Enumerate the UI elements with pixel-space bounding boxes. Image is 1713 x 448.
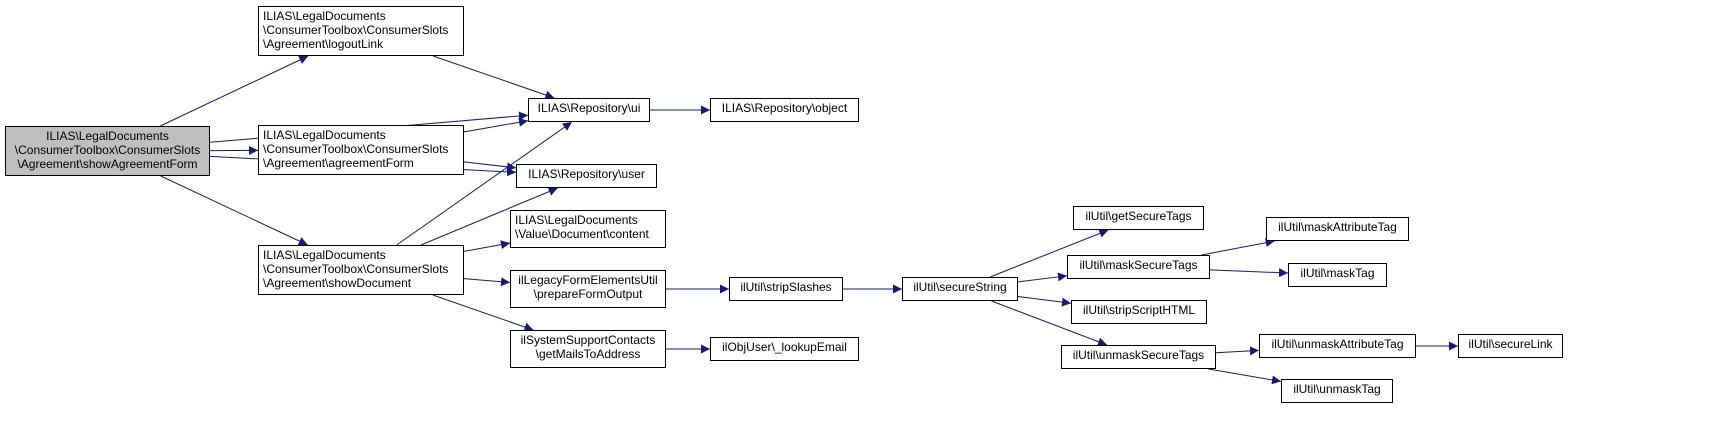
node-strip-script-html[interactable]: ilUtil\stripScriptHTML — [1071, 300, 1207, 324]
edge-logoutLink-to-repoUi — [432, 55, 555, 100]
node-get-secure-tags[interactable]: ilUtil\getSecureTags — [1073, 206, 1204, 230]
node-show-document[interactable]: ILIAS\LegalDocuments \ConsumerToolbox\Co… — [258, 245, 464, 295]
edge-maskSecureTags-to-maskAttributeTag — [1201, 238, 1275, 256]
node-mask-tag[interactable]: ilUtil\maskTag — [1288, 263, 1387, 287]
node-repository-ui[interactable]: ILIAS\Repository\ui — [528, 98, 650, 122]
edge-secureString-to-unmaskSecureTags — [991, 300, 1108, 347]
node-mask-attribute-tag[interactable]: ilUtil\maskAttributeTag — [1266, 217, 1409, 241]
node-get-mails-to-address[interactable]: ilSystemSupportContacts \getMailsToAddre… — [510, 330, 666, 368]
edge-showDocument-to-repoUi — [396, 121, 573, 246]
node-unmask-tag[interactable]: ilUtil\unmaskTag — [1281, 379, 1393, 403]
edge-showDocument-to-docContent — [463, 240, 511, 252]
edge-showDocument-to-repoUser — [420, 187, 558, 246]
node-repository-object[interactable]: ILIAS\Repository\object — [710, 98, 859, 122]
node-unmask-attribute-tag[interactable]: ilUtil\unmaskAttributeTag — [1259, 334, 1416, 358]
edge-secureString-to-getSecureTags — [989, 229, 1109, 278]
edge-unmaskSecureTags-to-unmaskTag — [1208, 368, 1282, 385]
edge-agreementForm-to-repoUi — [463, 117, 529, 133]
edge-showDocument-to-prepareFormOutput — [463, 277, 511, 287]
node-lookup-email[interactable]: ilObjUser\_lookupEmail — [710, 337, 859, 361]
edge-secureString-to-maskSecureTags — [1017, 272, 1068, 283]
node-mask-secure-tags[interactable]: ilUtil\maskSecureTags — [1067, 255, 1210, 279]
edge-showAgreementForm-to-logoutLink — [160, 55, 309, 127]
edge-showDocument-to-getMailsToAddress — [432, 294, 534, 332]
node-logout-link[interactable]: ILIAS\LegalDocuments \ConsumerToolbox\Co… — [258, 6, 464, 56]
node-unmask-secure-tags[interactable]: ilUtil\unmaskSecureTags — [1061, 345, 1216, 369]
node-secure-link[interactable]: ilUtil\secureLink — [1458, 334, 1563, 358]
edge-unmaskSecureTags-to-unmaskAttributeTag — [1215, 346, 1260, 356]
node-show-agreement-form[interactable]: ILIAS\LegalDocuments \ConsumerToolbox\Co… — [5, 126, 210, 176]
edge-secureString-to-stripScriptHTML — [1017, 295, 1072, 307]
node-document-content[interactable]: ILIAS\LegalDocuments \Value\Document\con… — [510, 210, 666, 248]
node-strip-slashes[interactable]: ilUtil\stripSlashes — [729, 277, 843, 301]
node-agreement-form[interactable]: ILIAS\LegalDocuments \ConsumerToolbox\Co… — [258, 125, 464, 175]
node-repository-user[interactable]: ILIAS\Repository\user — [516, 164, 657, 188]
node-prepare-form-output[interactable]: ilLegacyFormElementsUtil \prepareFormOut… — [510, 270, 666, 308]
edge-maskSecureTags-to-maskTag — [1209, 268, 1289, 278]
node-secure-string[interactable]: ilUtil\secureString — [902, 277, 1018, 301]
edge-showAgreementForm-to-showDocument — [160, 175, 308, 246]
